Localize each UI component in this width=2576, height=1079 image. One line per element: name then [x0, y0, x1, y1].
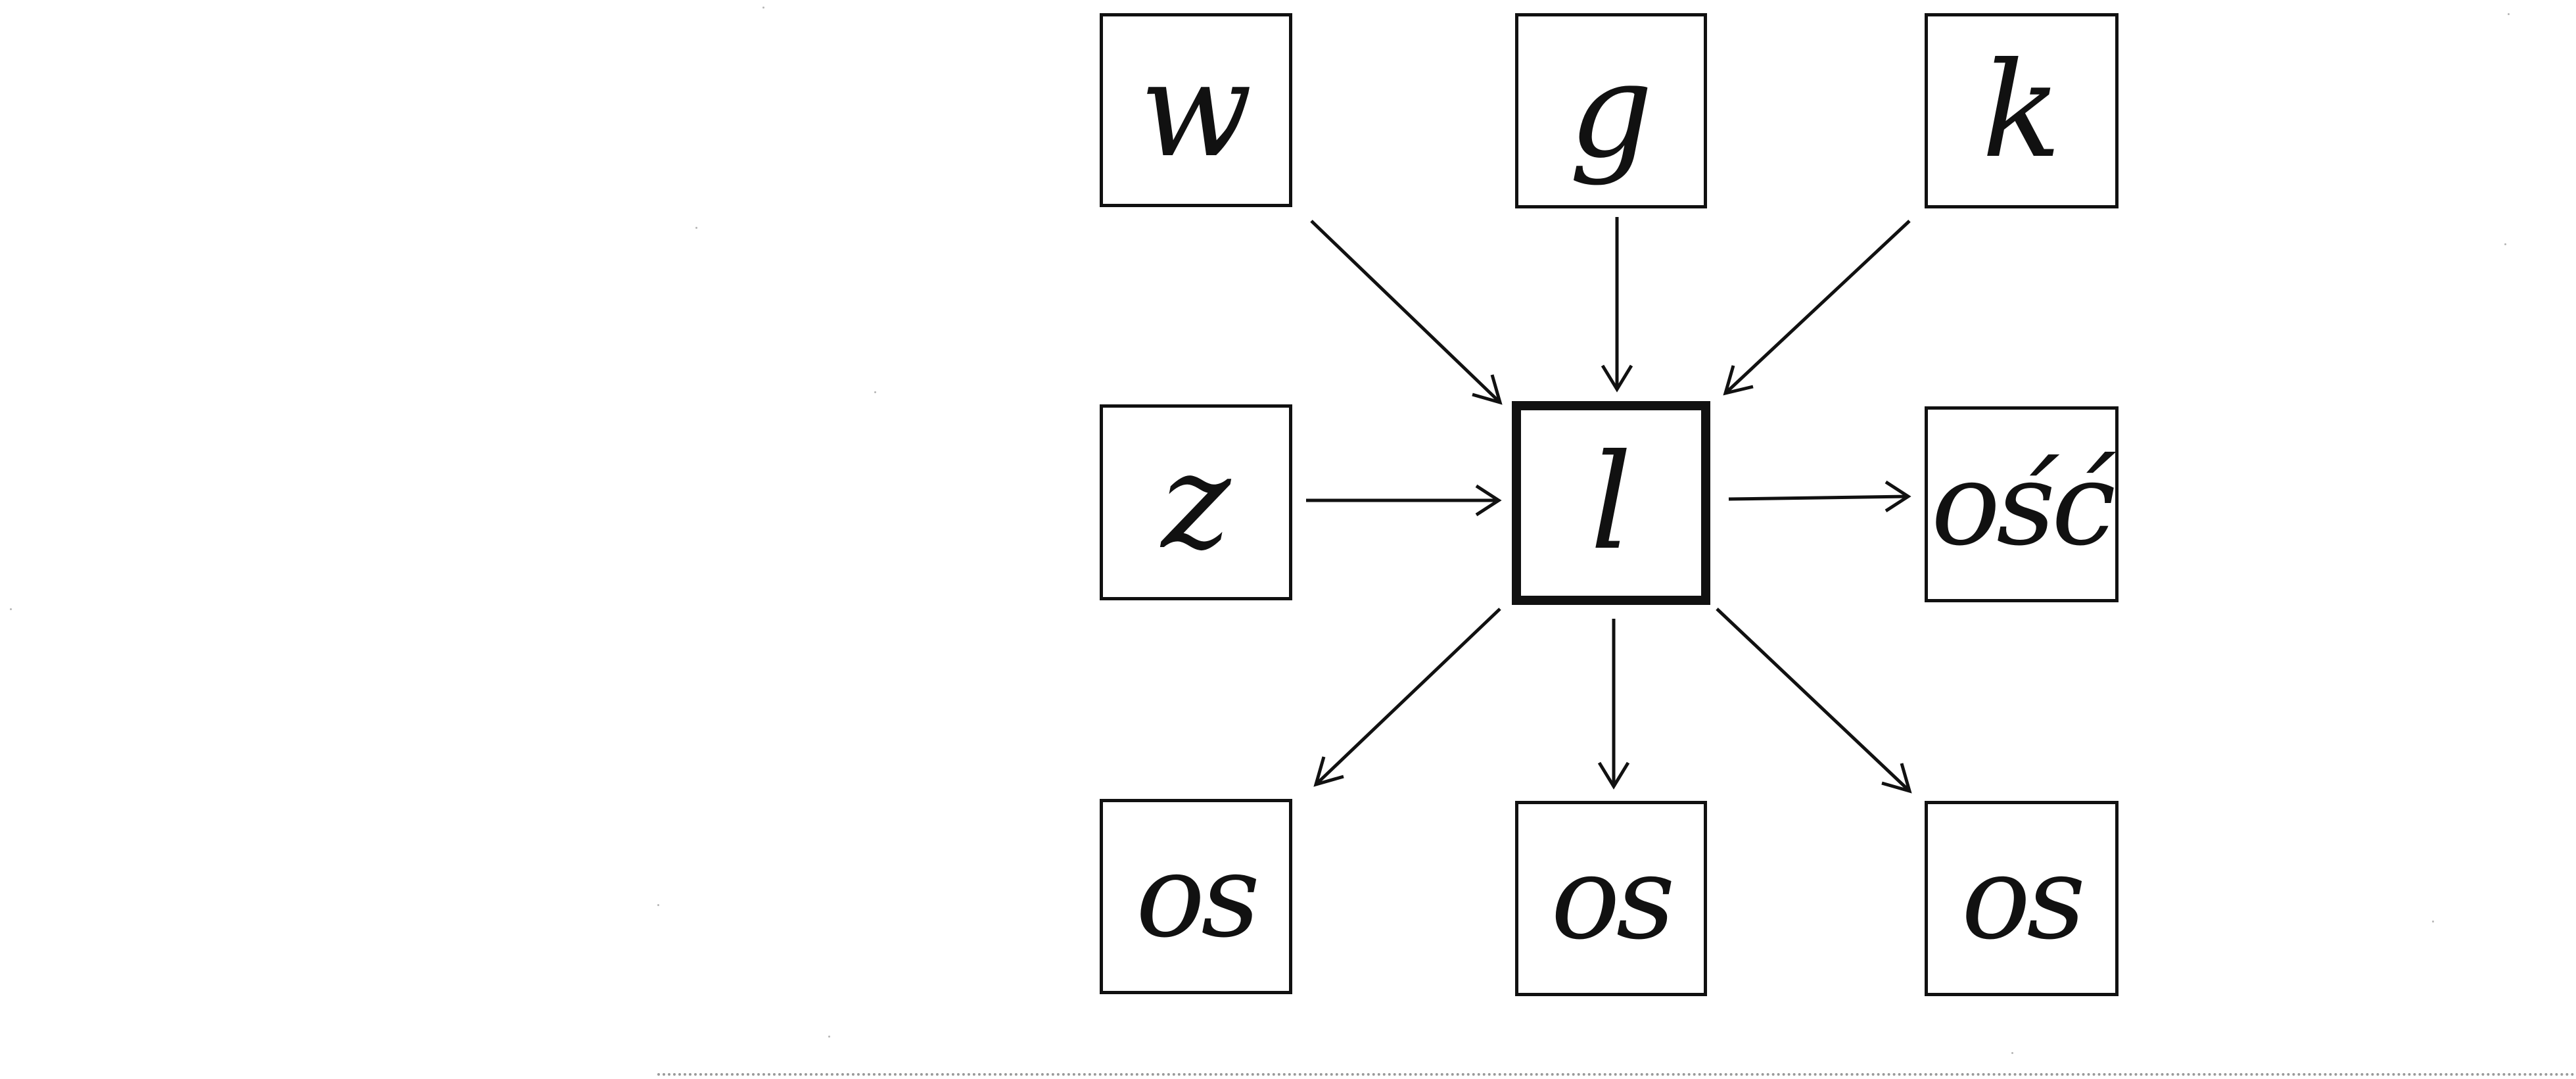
scan-speck — [2432, 921, 2434, 923]
box-top-left-letters: w — [1139, 33, 1253, 187]
arrow-center-to-osc — [1728, 494, 1909, 501]
box-bottom-left: os — [1100, 799, 1292, 994]
box-top-middle-letters: g — [1568, 34, 1654, 187]
arrow-k-to-center — [1724, 220, 1911, 395]
box-bottom-middle-letters: os — [1551, 832, 1675, 965]
scan-speck — [762, 7, 764, 9]
arrowhead-z — [1475, 484, 1502, 517]
scan-speck — [2508, 13, 2510, 15]
arrowhead-osc — [1885, 480, 1911, 513]
scan-speck — [828, 1036, 830, 1038]
box-middle-right-letters: ość — [1931, 437, 2116, 571]
scan-speck — [874, 391, 876, 393]
bottom-dotted-rule — [657, 1073, 2576, 1076]
arrowhead-bottom-middle — [1597, 761, 1630, 790]
scan-speck — [2011, 1052, 2013, 1054]
arrowhead-bottom-left — [1313, 756, 1344, 787]
box-bottom-left-letters: os — [1135, 830, 1260, 963]
arrow-center-to-bottom-left — [1315, 608, 1501, 786]
arrowhead-g — [1601, 364, 1633, 393]
box-bottom-right: os — [1925, 801, 2119, 996]
box-top-right: k — [1925, 13, 2119, 208]
scan-speck — [657, 904, 659, 906]
box-bottom-right-letters: os — [1961, 832, 2086, 965]
box-top-middle: g — [1515, 13, 1707, 208]
box-middle-left: z — [1100, 404, 1292, 600]
box-top-right-letters: k — [1981, 34, 2062, 187]
arrow-w-to-center — [1310, 220, 1501, 404]
box-center: l — [1512, 401, 1710, 605]
scan-speck — [10, 608, 12, 610]
box-middle-left-letters: z — [1161, 425, 1231, 579]
box-center-letter: l — [1590, 426, 1632, 579]
arrow-center-to-bottom-right — [1716, 608, 1911, 792]
box-middle-right: ość — [1925, 406, 2119, 602]
box-bottom-middle: os — [1515, 801, 1707, 996]
scan-speck — [695, 227, 697, 229]
arrowhead-k — [1723, 365, 1754, 396]
arrowhead-bottom-right — [1881, 763, 1912, 794]
box-top-left: w — [1100, 13, 1292, 207]
scan-speck — [2504, 243, 2506, 245]
arrowhead-w — [1472, 374, 1503, 405]
